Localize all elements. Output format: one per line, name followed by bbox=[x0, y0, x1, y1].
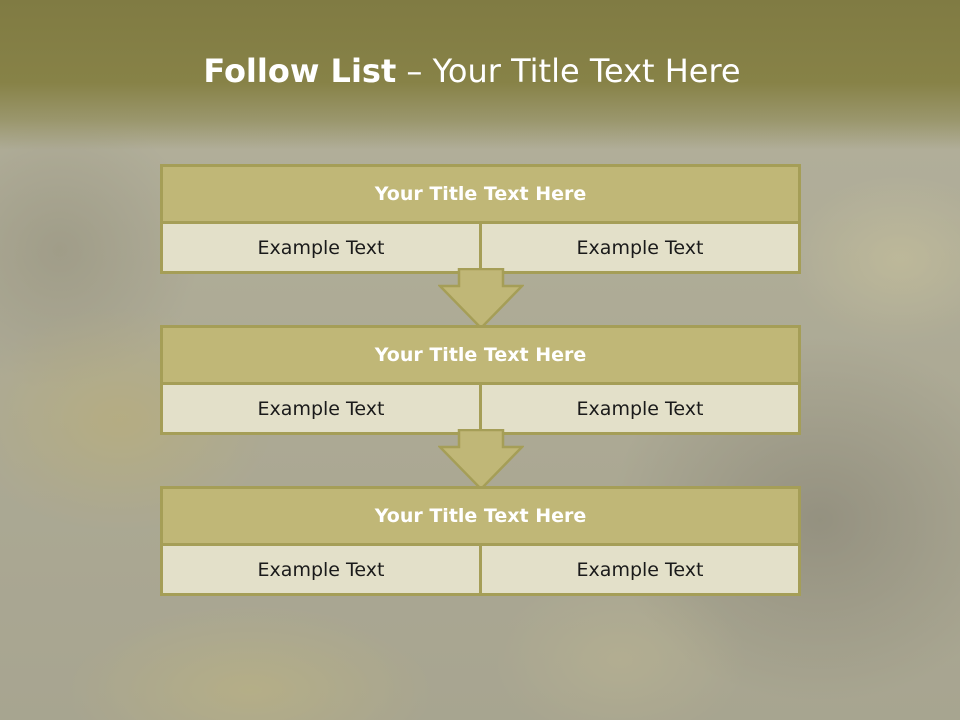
block-cell-left: Example Text bbox=[163, 385, 479, 432]
block-cell-right: Example Text bbox=[479, 546, 798, 593]
block-title: Your Title Text Here bbox=[163, 328, 798, 385]
block-cell-left: Example Text bbox=[163, 224, 479, 271]
down-arrow-icon bbox=[438, 268, 524, 330]
block-cell-right: Example Text bbox=[479, 385, 798, 432]
block-cell-right: Example Text bbox=[479, 224, 798, 271]
follow-list-block-2: Your Title Text Here Example Text Exampl… bbox=[160, 325, 801, 435]
block-row: Example Text Example Text bbox=[163, 224, 798, 271]
down-arrow-icon bbox=[438, 429, 524, 491]
block-row: Example Text Example Text bbox=[163, 546, 798, 593]
block-row: Example Text Example Text bbox=[163, 385, 798, 432]
block-title: Your Title Text Here bbox=[163, 167, 798, 224]
follow-list-block-3: Your Title Text Here Example Text Exampl… bbox=[160, 486, 801, 596]
slide-title: Follow List – Your Title Text Here bbox=[0, 52, 944, 90]
slide-title-rest: – Your Title Text Here bbox=[396, 52, 741, 90]
slide-title-bold: Follow List bbox=[203, 52, 397, 90]
block-title: Your Title Text Here bbox=[163, 489, 798, 546]
follow-list-block-1: Your Title Text Here Example Text Exampl… bbox=[160, 164, 801, 274]
title-banner bbox=[0, 0, 960, 150]
block-cell-left: Example Text bbox=[163, 546, 479, 593]
